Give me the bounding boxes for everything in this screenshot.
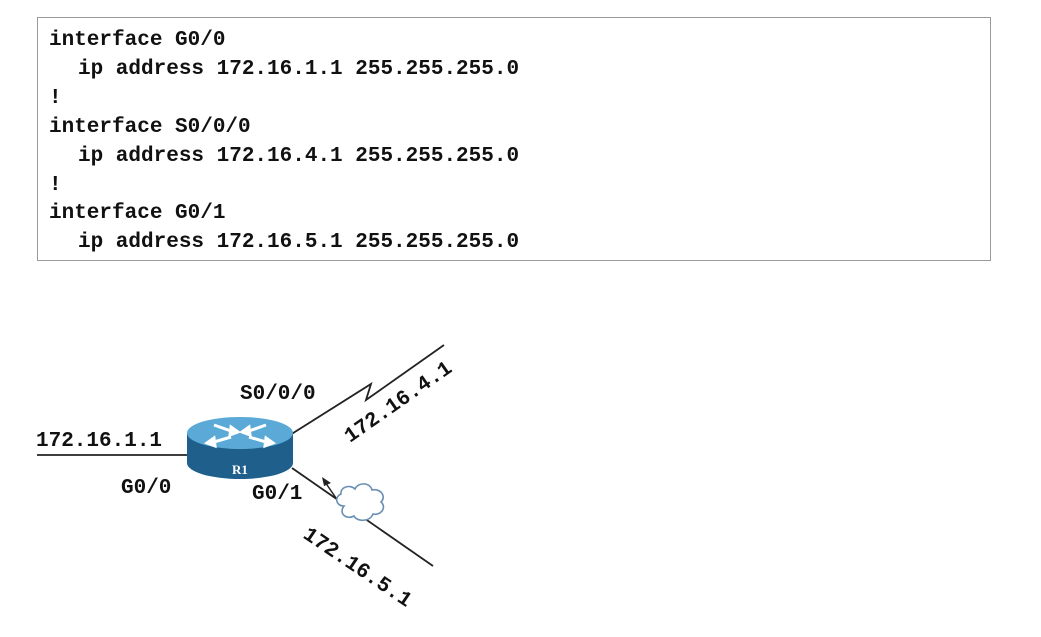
config-line: interface S0/0/0 [49, 116, 251, 139]
link-s0-0-0 [289, 344, 445, 436]
config-line: ip address 172.16.1.1 255.255.255.0 [78, 58, 520, 81]
s0-0-0-ip-label: 172.16.4.1 [341, 358, 457, 449]
g0-1-ip-label: 172.16.5.1 [298, 524, 415, 614]
config-line: ! [49, 87, 62, 110]
g0-1-name-label: G0/1 [252, 483, 302, 506]
g0-0-ip-label: 172.16.1.1 [36, 430, 162, 453]
arrow-icon [322, 477, 337, 499]
cloud-icon [335, 483, 385, 522]
config-line: interface G0/0 [49, 29, 226, 52]
config-line: interface G0/1 [49, 202, 226, 225]
router-icon: R1 [187, 417, 293, 479]
config-line: ip address 172.16.5.1 255.255.255.0 [78, 231, 520, 254]
g0-0-name-label: G0/0 [121, 477, 171, 500]
config-line: ! [49, 174, 62, 197]
s0-0-0-name-label: S0/0/0 [240, 383, 316, 406]
config-box: interface G0/0 ip address 172.16.1.1 255… [37, 17, 991, 261]
config-line: ip address 172.16.4.1 255.255.255.0 [78, 145, 520, 168]
router-label: R1 [232, 462, 248, 477]
